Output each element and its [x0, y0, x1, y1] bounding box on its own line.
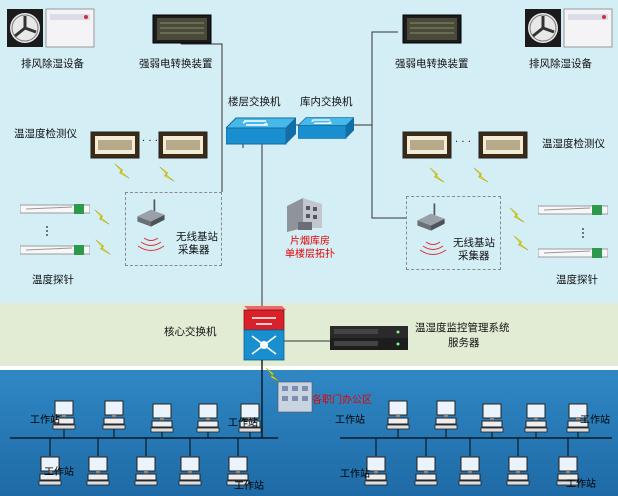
workstation-icon: [506, 456, 530, 486]
workstation-icon: [386, 400, 410, 430]
right-probe-a-icon: [538, 204, 608, 216]
left-sensor-b-icon: [158, 131, 208, 159]
workstation-icon: [102, 400, 126, 430]
left-base-station-icon: [136, 198, 166, 228]
left-converter-icon: [152, 14, 212, 44]
workstation-label: 工作站: [580, 415, 610, 426]
right-converter-icon: [402, 14, 462, 44]
left-probe-label: 温度探针: [32, 274, 74, 286]
core-switch-label: 核心交换机: [164, 326, 217, 338]
office-wireless-icon: [265, 367, 281, 383]
lan-buses: [10, 360, 612, 439]
workstation-icon: [414, 456, 438, 486]
office-building-icon: [277, 381, 313, 413]
left-wireless-c-icon: [94, 209, 110, 225]
left-collector-zone: [125, 192, 222, 266]
left-wireless-a-icon: [114, 163, 130, 179]
probe-dots: [46, 226, 584, 238]
right-wireless-b-icon: [473, 167, 489, 183]
left-probe-a-icon: [20, 203, 90, 215]
workstation-icon: [134, 456, 158, 486]
left-probe-b-icon: [20, 244, 90, 256]
right-base-station-icon: [416, 202, 446, 232]
server-icon: [330, 326, 408, 350]
workstation-icon: [458, 456, 482, 486]
workstation-icon: [196, 403, 220, 433]
office-area-label: 各职门办公区: [312, 395, 372, 406]
right-radio-waves-icon: [419, 241, 447, 255]
core-switch-icon: [243, 306, 286, 361]
left-exhaust-label: 排风除湿设备: [21, 58, 84, 70]
core-layer: [0, 303, 618, 366]
workstation-label: 工作站: [30, 415, 60, 426]
right-sensor-b-icon: [478, 131, 528, 159]
left-collector-label: 采集器: [178, 244, 210, 256]
right-exhaust-label: 排风除湿设备: [529, 58, 592, 70]
left-sensor-a-icon: [90, 131, 140, 159]
warehouse-switch-label: 库内交换机: [300, 96, 353, 108]
right-converter-label: 强弱电转换装置: [395, 58, 469, 70]
floor-switch-icon: [226, 117, 296, 145]
right-exhaust-device-icon: [524, 8, 614, 48]
workstation-icon: [150, 403, 174, 433]
left-exhaust-device-icon: [6, 8, 96, 48]
workstation-label: 工作站: [228, 418, 258, 429]
warehouse-switch-icon: [298, 116, 354, 140]
right-collector-zone: [406, 196, 501, 270]
warehouse-building-icon: [287, 198, 322, 232]
connection-lines: [180, 22, 406, 342]
right-wireless-a-icon: [429, 167, 445, 183]
topology-label-line1: 片烟库房: [290, 236, 330, 247]
left-converter-label: 强弱电转换装置: [139, 58, 213, 70]
server-label-line2: 服务器: [448, 337, 480, 349]
workstation-label: 工作站: [335, 415, 365, 426]
left-sensor-label: 温湿度检测仪: [14, 128, 77, 140]
left-sensor-ellipsis: · · ·: [142, 136, 158, 147]
right-probe-b-icon: [538, 247, 608, 259]
right-sensor-ellipsis: · · ·: [455, 137, 471, 148]
topology-label-line2: 单楼层拓扑: [285, 249, 335, 260]
workstation-label: 工作站: [340, 469, 370, 480]
left-wireless-b-icon: [159, 166, 175, 182]
left-radio-waves-icon: [137, 237, 165, 251]
workstation-icon: [86, 456, 110, 486]
workstation-label: 工作站: [566, 479, 596, 490]
workstation-label: 工作站: [234, 481, 264, 492]
right-probe-label: 温度探针: [556, 274, 598, 286]
workstation-label: 工作站: [44, 467, 74, 478]
workstation-icon: [480, 403, 504, 433]
right-wireless-d-icon: [513, 235, 529, 251]
right-collector-label: 采集器: [458, 250, 490, 262]
workstation-icon: [178, 456, 202, 486]
workstation-icon: [524, 403, 548, 433]
server-label-line1: 温湿度监控管理系统: [415, 322, 510, 334]
workstation-icon: [434, 400, 458, 430]
floor-switch-label: 楼层交换机: [228, 96, 281, 108]
left-base-station-label: 无线基站: [176, 231, 218, 243]
lan-droplines: [49, 429, 579, 456]
right-base-station-label: 无线基站: [453, 237, 495, 249]
right-sensor-label: 温湿度检测仪: [542, 138, 605, 150]
right-sensor-a-icon: [402, 131, 452, 159]
right-wireless-c-icon: [509, 207, 525, 223]
left-wireless-d-icon: [95, 239, 111, 255]
